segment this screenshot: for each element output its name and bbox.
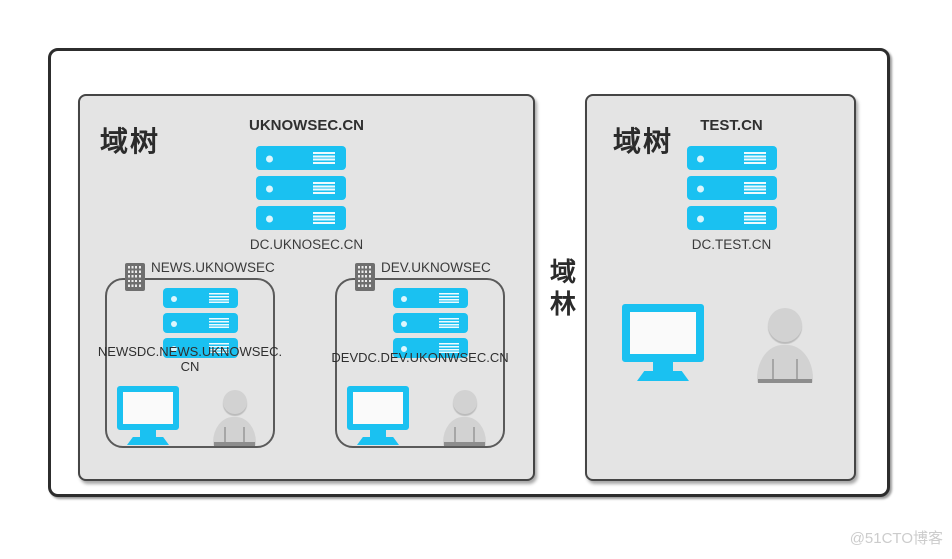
server-stack-icon bbox=[393, 288, 468, 363]
tree-panel-test: 域树 TEST.CN DC.TEST.CN bbox=[585, 94, 856, 481]
subdomain-name-news: NEWS.UKNOWSEC bbox=[151, 260, 275, 275]
dc-label-news-line1: NEWSDC.NEWS.UKNOWSEC. bbox=[97, 344, 283, 359]
domain-title-test: TEST.CN bbox=[700, 117, 763, 134]
user-icon bbox=[443, 390, 486, 446]
server-icon bbox=[256, 206, 346, 230]
monitor-icon bbox=[117, 386, 179, 445]
tree-type-label: 域树 bbox=[100, 126, 161, 157]
monitor-icon bbox=[347, 386, 409, 445]
server-icon bbox=[393, 313, 468, 333]
dc-label-news: NEWSDC.NEWS.UKNOWSEC. CN bbox=[97, 344, 283, 374]
subdomain-name-dev: DEV.UKNOWSEC bbox=[381, 260, 491, 275]
server-icon bbox=[393, 338, 468, 358]
server-icon bbox=[687, 146, 777, 170]
server-icon bbox=[687, 176, 777, 200]
tree-panel-uknowsec: 域树 UKNOWSEC.CN DC.UKNOSEC.CN NEWS.UKNOWS… bbox=[78, 94, 535, 481]
office-building-icon bbox=[355, 263, 375, 291]
user-icon bbox=[213, 390, 256, 446]
server-stack-icon bbox=[256, 146, 346, 236]
server-stack-icon bbox=[687, 146, 777, 236]
user-icon bbox=[757, 308, 813, 383]
server-icon bbox=[163, 313, 238, 333]
domain-title-uknowsec: UKNOWSEC.CN bbox=[249, 117, 364, 134]
server-icon bbox=[256, 146, 346, 170]
office-building-icon bbox=[125, 263, 145, 291]
server-icon bbox=[393, 288, 468, 308]
dc-label-uknowsec: DC.UKNOSEC.CN bbox=[249, 237, 364, 252]
dc-label-news-line2: CN bbox=[180, 359, 200, 374]
forest-label: 域林 bbox=[549, 257, 576, 319]
subdomain-box-news: NEWS.UKNOWSEC NEWSDC.NEWS.UKNOWSEC. CN bbox=[98, 260, 282, 448]
dc-label-dev: DEVDC.DEV.UKONWSEC.CN bbox=[327, 350, 513, 365]
subdomain-box-dev: DEV.UKNOWSEC DEVDC.DEV.UKONWSEC.CN bbox=[331, 260, 509, 448]
watermark: @51CTO博客 bbox=[849, 530, 943, 547]
server-stack-icon bbox=[163, 288, 238, 363]
dc-label-dev-line1: DEVDC.DEV.UKONWSEC.CN bbox=[331, 350, 509, 365]
server-icon bbox=[163, 288, 238, 308]
tree-type-label: 域树 bbox=[613, 126, 674, 157]
server-icon bbox=[163, 338, 238, 358]
server-icon bbox=[256, 176, 346, 200]
server-icon bbox=[687, 206, 777, 230]
dc-label-test: DC.TEST.CN bbox=[691, 237, 772, 252]
monitor-icon bbox=[622, 304, 704, 381]
